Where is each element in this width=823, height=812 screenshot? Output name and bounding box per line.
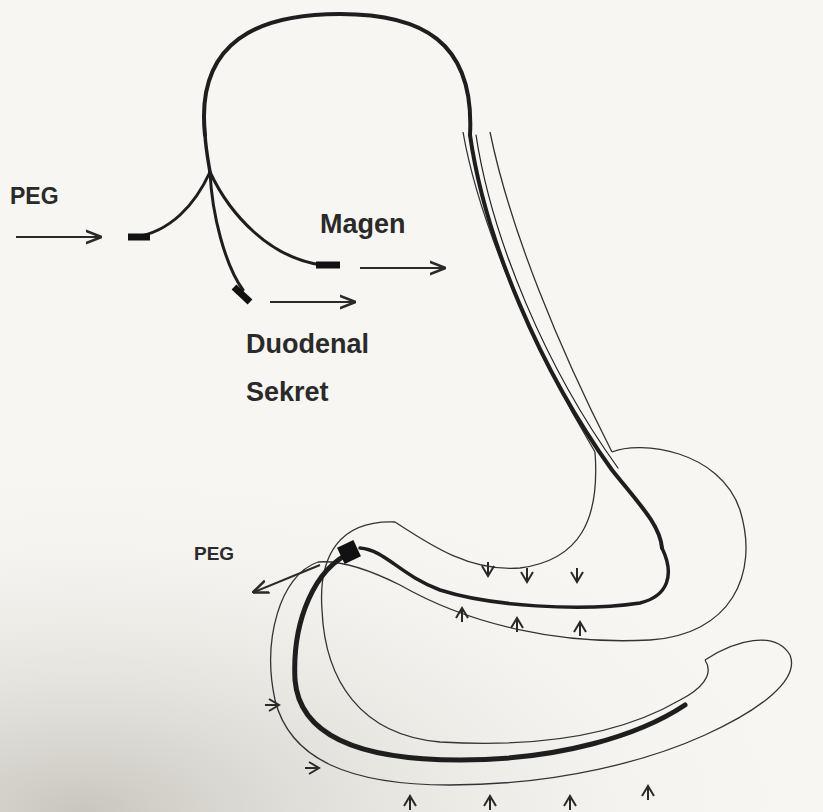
peg-junction (337, 540, 361, 564)
peristalsis-arrow (484, 796, 496, 810)
peristalsis-arrow (265, 562, 654, 810)
peristalsis-arrow (305, 762, 319, 774)
organ-outline (271, 132, 792, 785)
duodenal-label: Duodenal Sekret (246, 320, 369, 416)
peristalsis-arrow (521, 568, 533, 582)
peristalsis-arrow (404, 796, 416, 810)
peristalsis-arrow (642, 786, 654, 800)
peristalsis-arrow (571, 568, 583, 582)
paper-shadow (0, 420, 823, 812)
peristalsis-arrow (574, 622, 586, 636)
flow-arrow (16, 237, 444, 592)
peristalsis-arrow (265, 699, 279, 711)
tube (135, 14, 685, 760)
peristalsis-arrow (511, 618, 523, 632)
peg-label: PEG (10, 183, 59, 211)
tube-connector (128, 237, 340, 302)
peg-label: PEG (194, 543, 234, 566)
peristalsis-arrow (564, 796, 576, 810)
peristalsis-arrow (456, 608, 468, 622)
peristalsis-arrow (482, 562, 494, 576)
stomach-label: Magen (320, 208, 406, 240)
